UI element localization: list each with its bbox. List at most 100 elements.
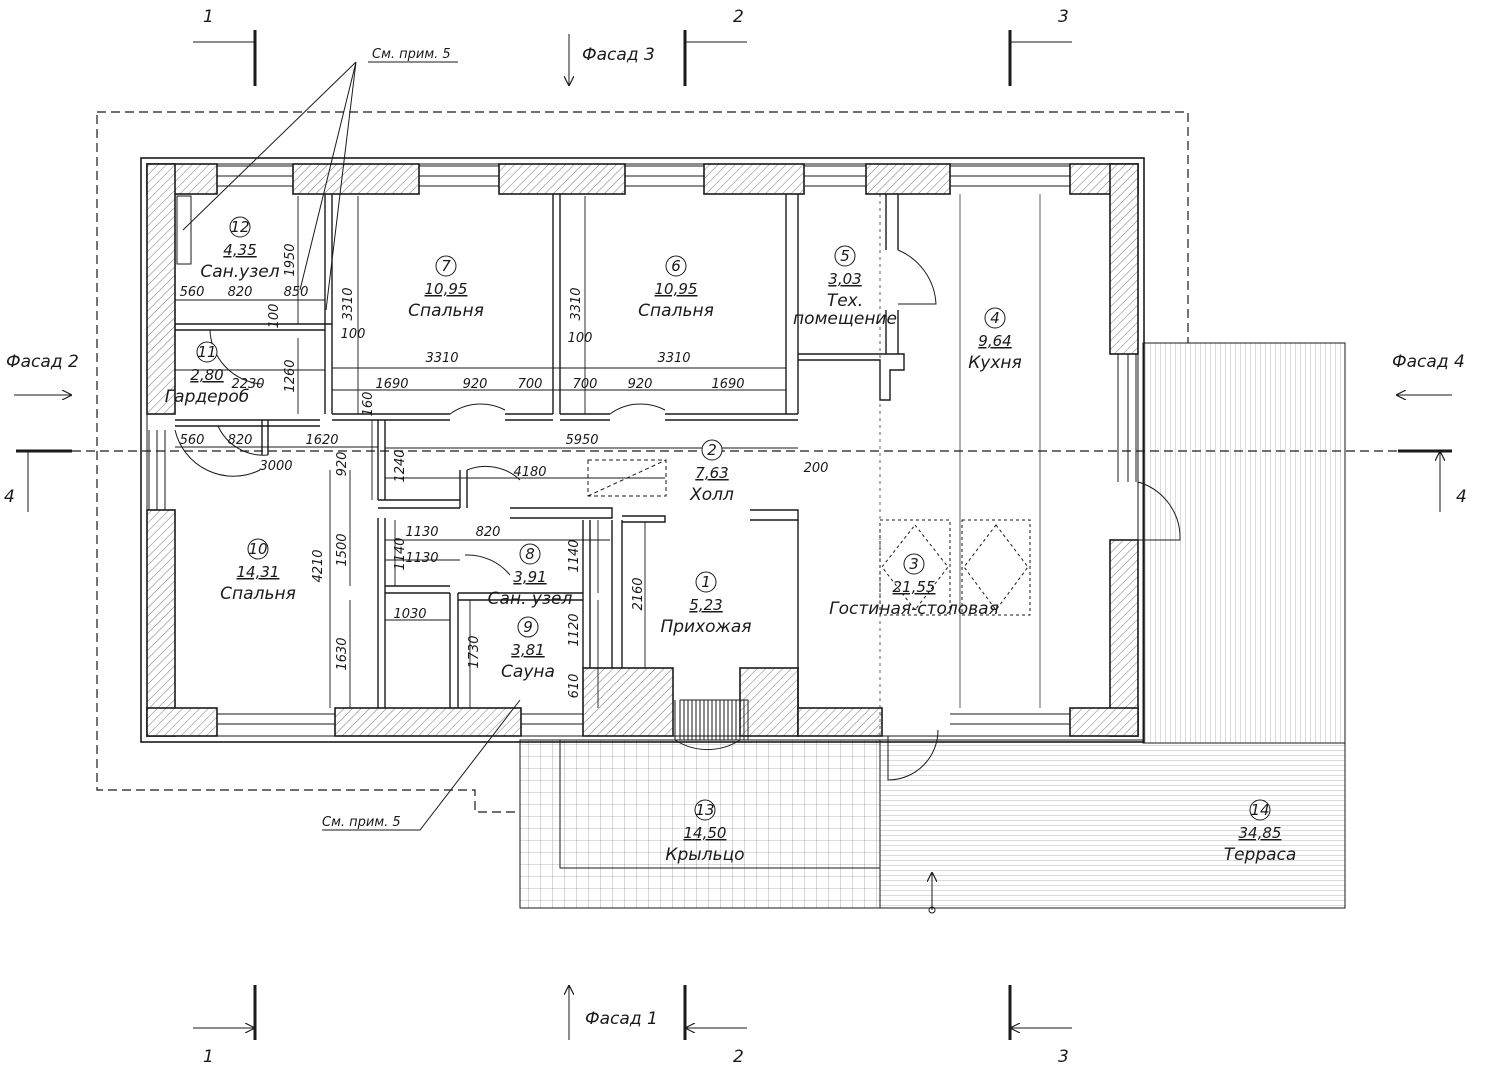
dim-820b: 820 <box>228 433 253 448</box>
note-leaders <box>182 61 521 831</box>
section-2-bottom: 2 <box>733 1047 744 1067</box>
dim-3310b: 3310 <box>569 287 584 320</box>
room-labels: 15,23Прихожая27,63Холл321,55Гостиная-сто… <box>165 216 1297 865</box>
room-name: Гардероб <box>165 387 250 407</box>
section-2-top: 2 <box>733 7 744 27</box>
dim-3310c: 3310 <box>425 351 458 366</box>
room-number-circle <box>519 543 541 565</box>
room-number-circle <box>1249 799 1271 821</box>
right-wall <box>1109 354 1139 737</box>
room-name: Кухня <box>968 353 1022 373</box>
room-number: 11 <box>197 343 216 361</box>
room-name: Спальня <box>408 301 484 321</box>
room-number-circle <box>517 616 539 638</box>
facade-1-label: Фасад 1 <box>585 1009 658 1029</box>
dim-4210: 4210 <box>311 549 326 582</box>
dim-1130a: 1130 <box>405 525 438 540</box>
furniture-symbols <box>879 519 1031 616</box>
dim-1630: 1630 <box>335 637 350 670</box>
room-area: 9,64 <box>978 332 1011 350</box>
room-area: 3,91 <box>513 568 546 586</box>
room-number: 9 <box>523 618 533 636</box>
room-number-circle <box>695 571 717 593</box>
top-wall-piers <box>146 163 1139 415</box>
dim-100c: 100 <box>568 331 593 346</box>
entrance-steps <box>679 699 749 741</box>
room-name: Крыльцо <box>665 845 744 865</box>
room-name: Сауна <box>501 662 555 682</box>
section-1-top: 1 <box>203 7 214 27</box>
room-name: Терраса <box>1224 845 1297 865</box>
dim-1690a: 1690 <box>375 377 408 392</box>
note-top: См. прим. 5 <box>372 47 451 62</box>
room-number: 2 <box>707 441 717 459</box>
dim-1260: 1260 <box>283 359 298 392</box>
left-wall <box>146 430 176 737</box>
dim-3310d: 3310 <box>657 351 690 366</box>
room-name: Сан.узел <box>200 262 279 282</box>
bath-fixture <box>176 195 192 265</box>
dim-1620: 1620 <box>305 433 338 448</box>
door-swings <box>174 249 1181 781</box>
dim-820c: 820 <box>476 525 501 540</box>
room-name: Спальня <box>638 301 714 321</box>
dim-1120: 1120 <box>567 613 582 646</box>
dim-820a: 820 <box>228 285 253 300</box>
section-3-bottom: 3 <box>1058 1047 1069 1067</box>
room-number: 4 <box>990 309 1000 327</box>
room-area: 2,80 <box>190 366 223 384</box>
room-number: 14 <box>1250 801 1269 819</box>
dim-2230: 2230 <box>231 377 264 392</box>
room-number: 5 <box>840 247 850 265</box>
room-number-circle <box>903 553 925 575</box>
terrace-side-deck <box>1142 342 1346 744</box>
dim-1730: 1730 <box>467 635 482 668</box>
room-area: 34,85 <box>1239 824 1282 842</box>
dim-1690b: 1690 <box>711 377 744 392</box>
room-area: 5,23 <box>689 596 722 614</box>
terrace-axis-marker <box>929 872 935 914</box>
dim-1950: 1950 <box>283 243 298 276</box>
facade-2-label: Фасад 2 <box>6 352 79 372</box>
section-4-right: 4 <box>1456 487 1467 507</box>
room-name-line2: помещение <box>793 309 897 329</box>
dim-850: 850 <box>284 285 309 300</box>
room-area: 3,03 <box>828 270 861 288</box>
room-number: 1 <box>701 573 711 591</box>
room-area: 10,95 <box>655 280 698 298</box>
room-number-circle <box>984 307 1006 329</box>
room-number-circle <box>435 255 457 277</box>
section-1-bottom: 1 <box>203 1047 214 1067</box>
room-number-circle <box>665 255 687 277</box>
facade-4-label: Фасад 4 <box>1392 352 1465 372</box>
room-name: Сан. узел <box>488 589 573 609</box>
room-name: Холл <box>689 485 734 505</box>
dim-5950: 5950 <box>565 433 598 448</box>
room-number-circle <box>247 538 269 560</box>
room-name: Прихожая <box>660 617 751 637</box>
room-number: 6 <box>671 257 681 275</box>
room-area: 4,35 <box>223 241 256 259</box>
room-number-circle <box>834 245 856 267</box>
dim-4180: 4180 <box>513 465 546 480</box>
dim-3000: 3000 <box>259 459 292 474</box>
dim-100a: 100 <box>267 304 282 329</box>
top-windows <box>217 165 1070 187</box>
facade-arrows <box>14 34 1452 1040</box>
roof-outline <box>96 111 1189 813</box>
section-3-top: 3 <box>1058 7 1069 27</box>
room-number-circle <box>701 439 723 461</box>
dimension-lines <box>175 196 798 708</box>
room-number-circle <box>229 216 251 238</box>
dim-1130b: 1130 <box>405 551 438 566</box>
dim-560b: 560 <box>180 433 205 448</box>
dim-3310a: 3310 <box>341 287 356 320</box>
